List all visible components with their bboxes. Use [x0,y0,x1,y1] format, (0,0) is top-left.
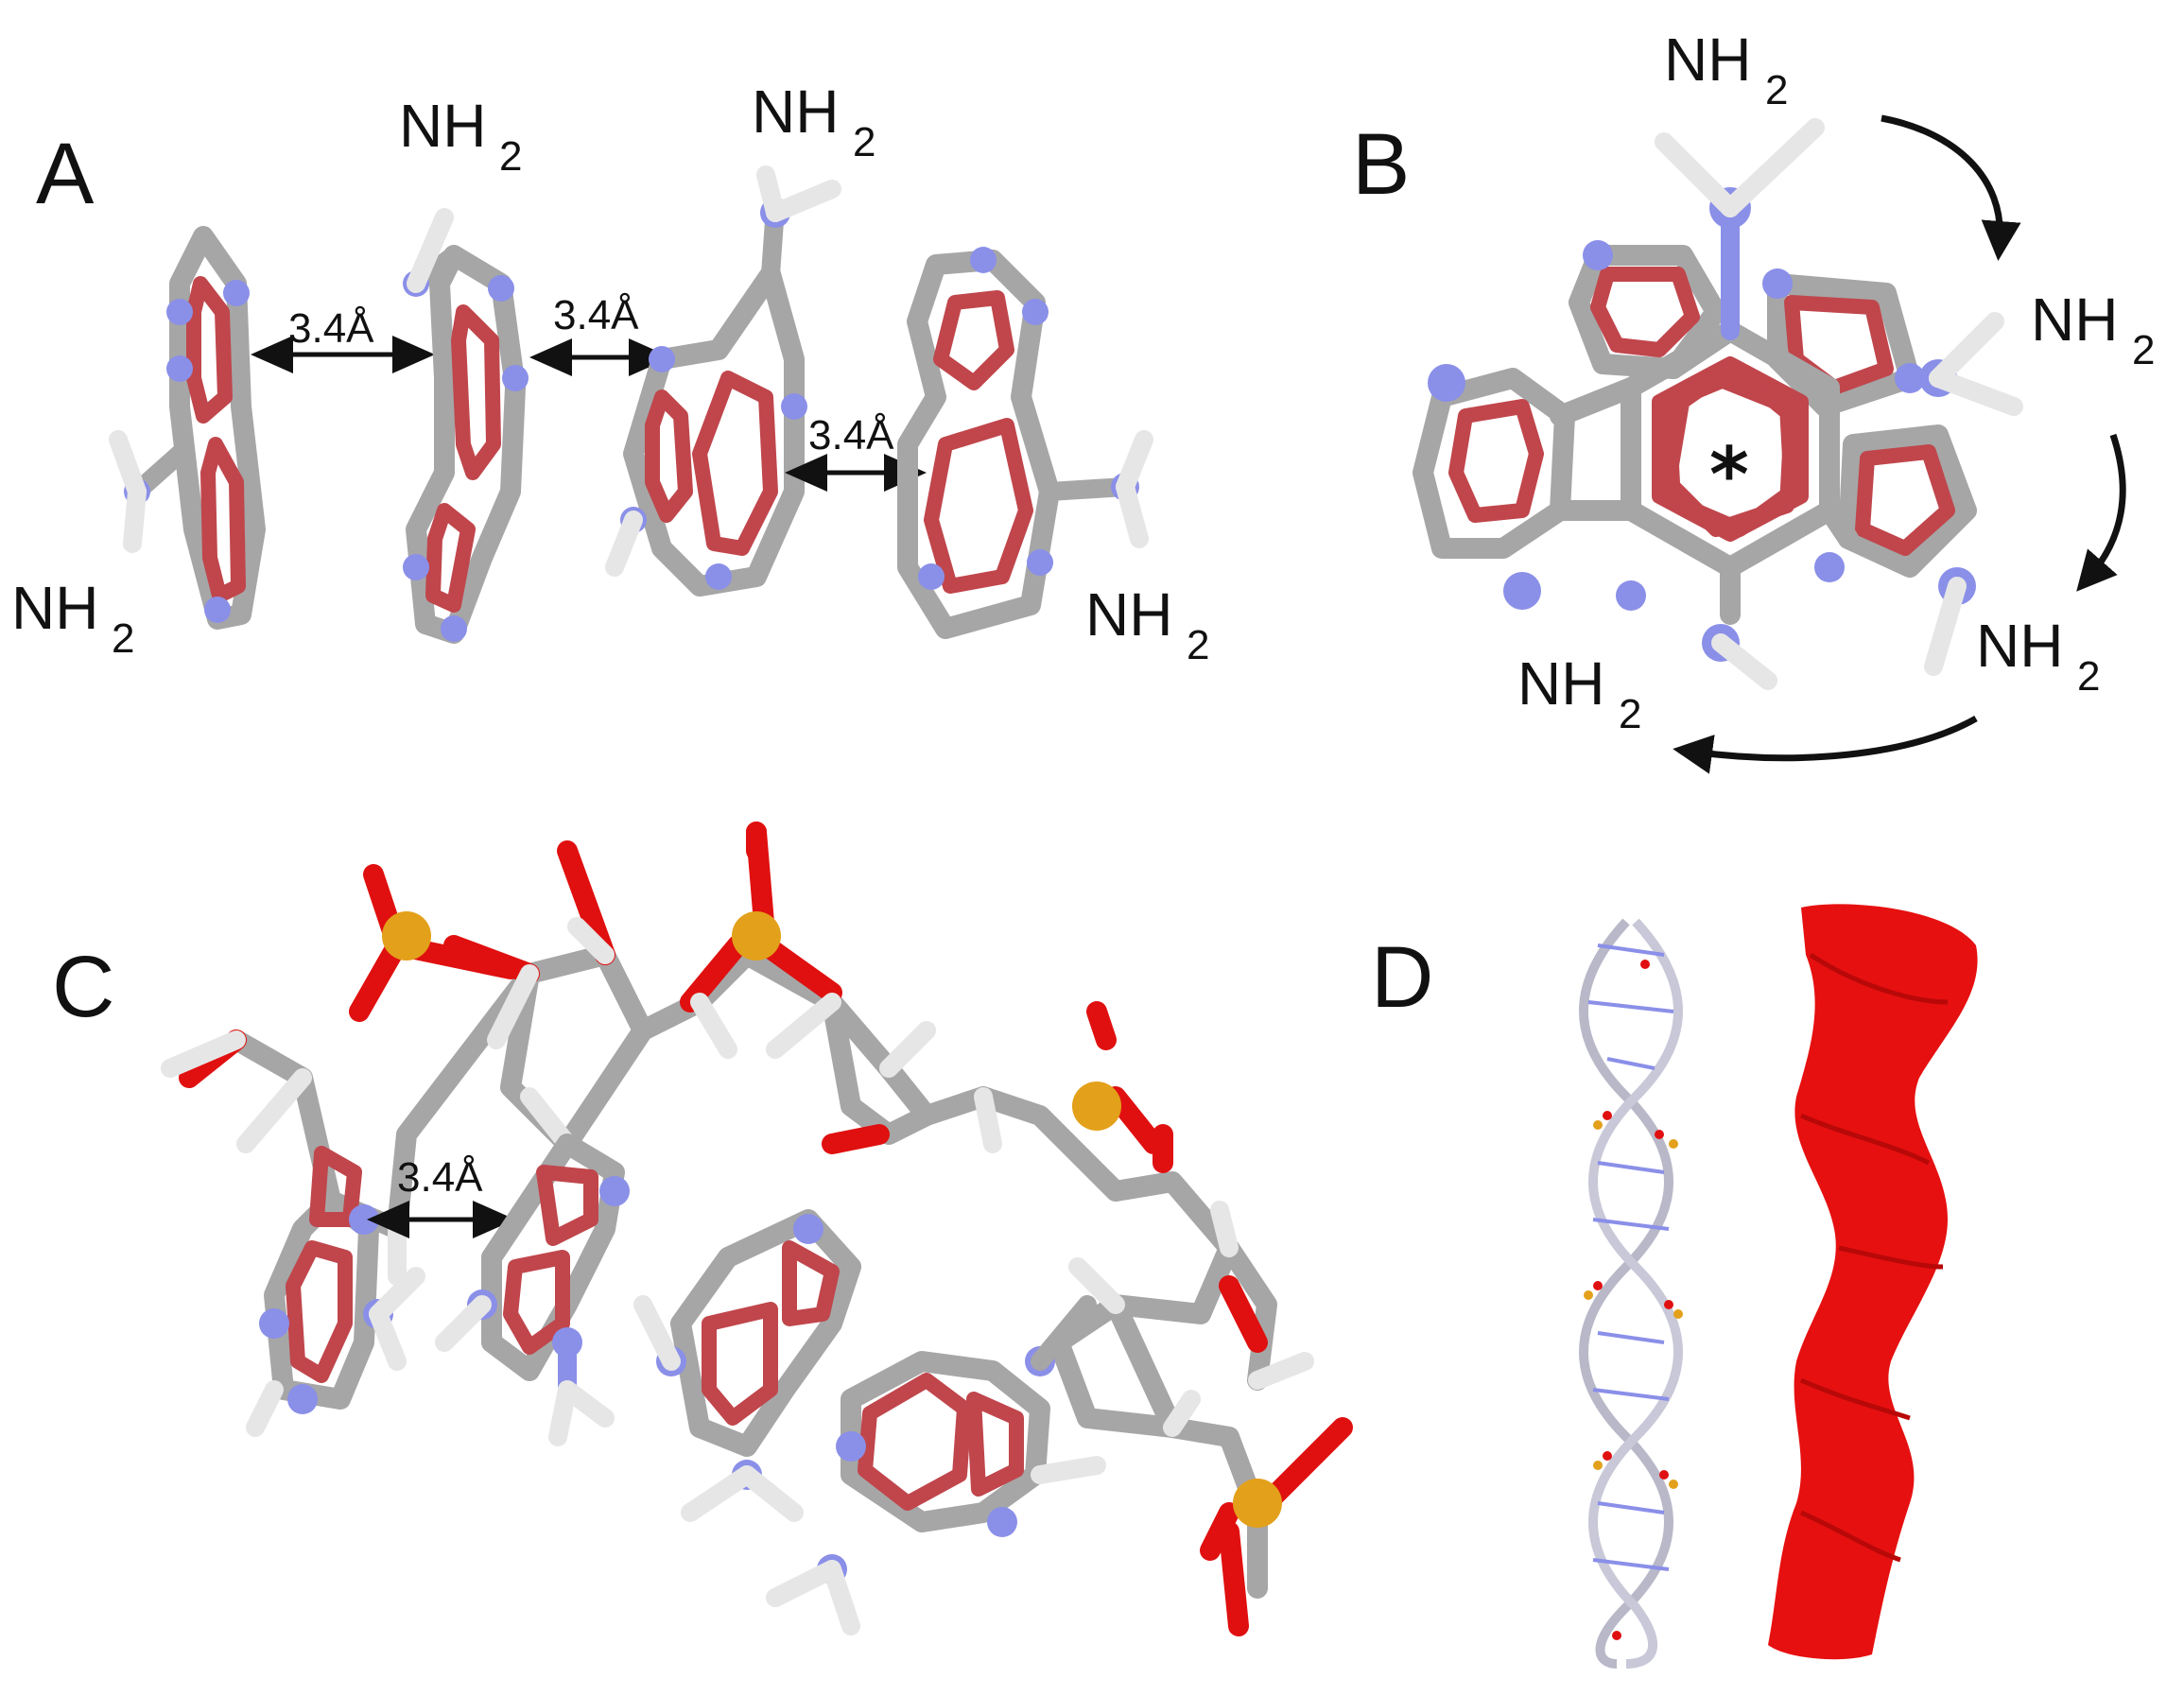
svg-text:NH: NH [752,78,839,146]
nh2-label-b2: NH 2 [2031,286,2155,373]
nh2-label-a4: NH 2 [1085,580,1209,668]
svg-text:NH: NH [2031,286,2118,354]
adenine-base-c1 [246,1146,425,1437]
distance-marker-a1: 3.4Å [251,305,435,373]
nh2-label-b3: NH 2 [1976,612,2100,700]
nh2-label-b4: NH 2 [1517,649,1641,737]
helix-surface-model [1768,904,1978,1660]
nh2-label-a3: NH 2 [752,78,875,165]
svg-text:2: 2 [1187,622,1209,668]
nh2-label-a2: NH 2 [399,92,522,180]
svg-text:3.4Å: 3.4Å [553,292,639,338]
adenine-base-c4 [766,1295,1106,1635]
rotation-arrows [1673,114,2126,774]
center-axis-marker: * [1709,431,1749,519]
svg-text:2: 2 [853,119,875,165]
svg-text:2: 2 [2132,327,2155,373]
svg-text:2: 2 [2077,653,2100,700]
svg-text:2: 2 [112,615,134,662]
panel-c: C [52,822,1353,1636]
helix-stick-model [1579,918,1683,1669]
panel-d: D [1371,904,1978,1669]
svg-text:2: 2 [1765,67,1788,113]
stacked-adenines-top-view [1413,118,2023,690]
adenine-base-c3 [633,1209,861,1522]
panel-a: A NH 2 3.4Å [11,78,1209,668]
adenine-base-c2 [435,1134,630,1446]
adenine-molecule-4 [897,247,1153,639]
svg-text:NH: NH [399,92,486,160]
adenine-molecule-2 [403,208,529,644]
panel-letter-a: A [36,126,95,222]
svg-text:NH: NH [1976,612,2063,680]
svg-text:3.4Å: 3.4Å [288,305,374,352]
svg-text:2: 2 [1619,691,1641,737]
svg-text:NH: NH [1664,26,1751,94]
distance-marker-c: 3.4Å [367,1154,515,1238]
svg-text:3.4Å: 3.4Å [397,1154,483,1201]
panel-letter-d: D [1371,929,1433,1026]
panel-letter-b: B [1352,116,1410,213]
oligonucleotide-backbone [161,822,1353,1636]
nh2-label-b1: NH 2 [1664,26,1788,113]
svg-text:NH: NH [1517,649,1604,718]
panel-letter-c: C [52,939,114,1035]
svg-text:2: 2 [499,133,522,180]
nh2-label-a1: NH 2 [11,574,134,662]
distance-marker-a2: 3.4Å [529,292,671,376]
svg-text:3.4Å: 3.4Å [808,412,894,459]
panel-b: B [1352,26,2155,774]
adenine-molecule-3 [605,165,841,597]
distance-marker-a3: 3.4Å [785,412,927,492]
svg-text:NH: NH [1085,580,1172,649]
svg-text:NH: NH [11,574,98,642]
adenine-molecule-1 [109,226,266,630]
